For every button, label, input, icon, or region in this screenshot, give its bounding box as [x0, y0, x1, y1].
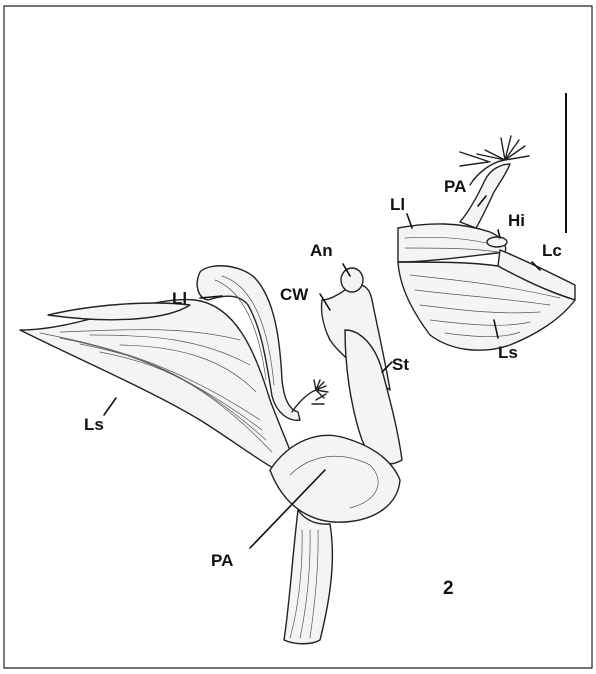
pedicel — [284, 510, 332, 644]
label-main-cw: CW — [280, 285, 309, 304]
label-main-ls: Ls — [84, 415, 104, 434]
label-inset-hi: Hi — [508, 211, 525, 230]
lateral-sepal — [20, 300, 298, 480]
label-inset-ll: Ll — [390, 195, 405, 214]
figure-number: 2 — [443, 578, 454, 599]
label-main-ll: Ll — [172, 289, 187, 308]
flower-main-drawing — [20, 264, 402, 644]
label-inset-lc: Lc — [542, 241, 562, 260]
label-inset-ls: Ls — [498, 343, 518, 362]
anther — [341, 268, 363, 292]
label-main-an: An — [310, 241, 333, 260]
label-main-pa: PA — [211, 551, 233, 570]
pollinator-apparatus — [292, 380, 328, 412]
inset-hinge — [487, 237, 507, 247]
label-main-st: St — [392, 355, 409, 374]
label-inset-pa: PA — [444, 177, 466, 196]
